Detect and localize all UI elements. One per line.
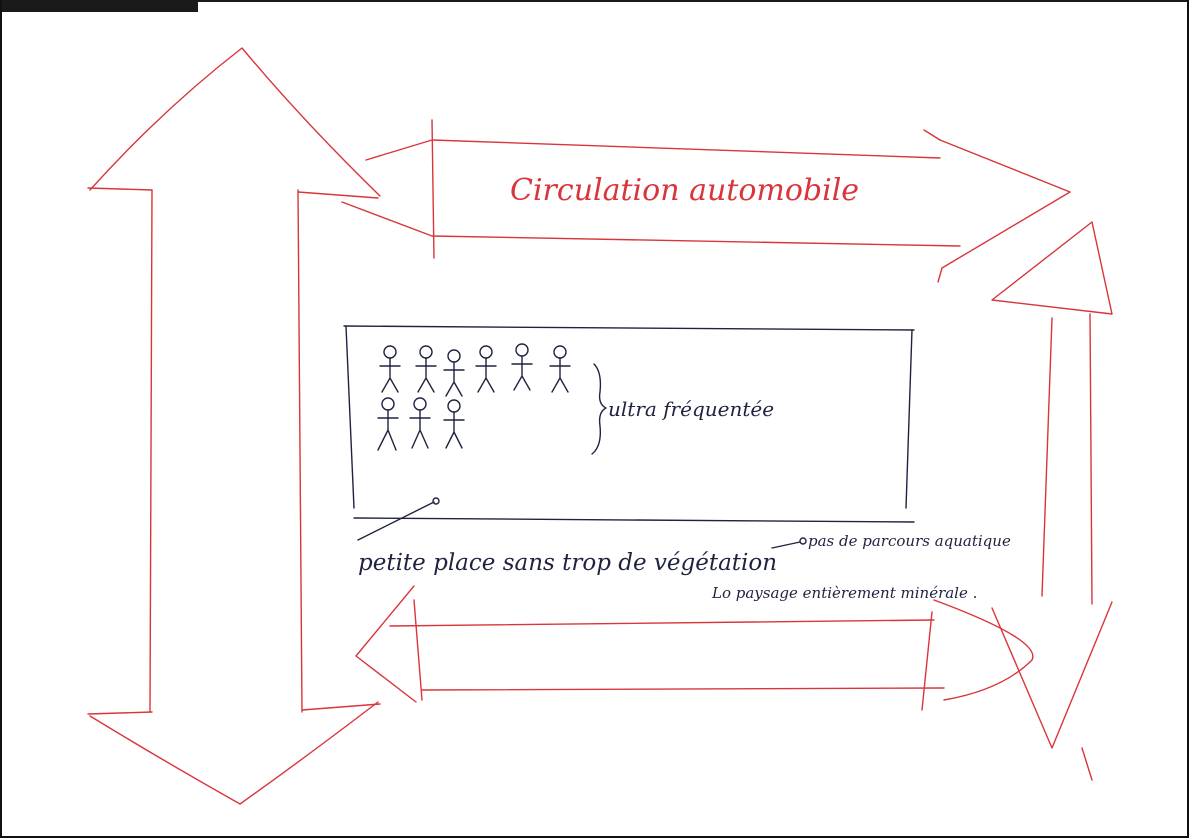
person-figure	[378, 398, 398, 450]
person-figure	[444, 400, 464, 448]
person-figure	[380, 346, 400, 392]
stick-figures	[378, 344, 570, 450]
road-label: Circulation automobile	[510, 173, 859, 208]
person-figure	[444, 350, 464, 396]
square-label: petite place sans trop de végétation	[358, 550, 777, 576]
no-water-arrow	[772, 538, 806, 548]
mineral-label: Lo paysage entièrement minérale .	[711, 584, 977, 602]
right-traffic-arrow	[992, 222, 1112, 780]
crowd-label: ultra fréquentée	[608, 397, 774, 421]
person-figure	[416, 346, 436, 392]
crowd-brace	[592, 364, 606, 454]
person-figure	[550, 346, 570, 392]
person-figure	[512, 344, 532, 390]
person-figure	[476, 346, 496, 392]
left-traffic-arrow	[88, 48, 380, 804]
central-square	[344, 326, 914, 522]
person-figure	[410, 398, 430, 448]
bottom-traffic-arrow	[356, 586, 1033, 710]
no-water-label: pas de parcours aquatique	[808, 532, 1011, 550]
